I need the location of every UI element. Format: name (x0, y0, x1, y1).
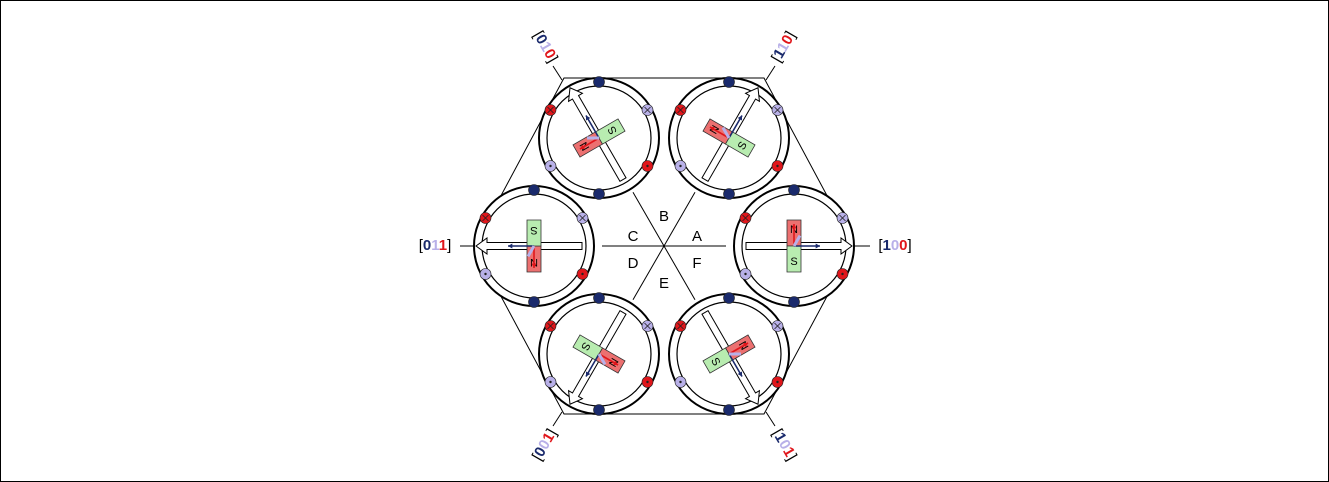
coil-conductor (528, 184, 540, 196)
vertex-label-v011: [011] (419, 237, 452, 254)
sector-label-c: C (628, 228, 639, 245)
current-into-icon (644, 106, 651, 114)
field-component-arrow-head (815, 243, 820, 249)
sector-label-b: B (659, 208, 669, 225)
coil-conductor (593, 76, 605, 88)
current-into-icon (774, 106, 781, 114)
state-bit: 0 (899, 237, 907, 254)
vertex-tick (765, 411, 776, 427)
rotor-torque-arrow-head (791, 224, 797, 229)
state-bit: 1 (431, 237, 439, 254)
current-into-icon (579, 214, 586, 222)
current-into-icon (839, 214, 846, 222)
current-out-icon (581, 272, 584, 276)
flux-marker (597, 353, 607, 366)
field-component-arrow (728, 115, 743, 139)
vertex-tick (552, 411, 563, 427)
magnet-south-label: S (790, 256, 797, 268)
sector-line (632, 192, 665, 247)
vertex-label-layer: [100][110][010][011][001][101] (419, 28, 912, 463)
sector-label-e: E (659, 275, 669, 292)
current-out-icon (679, 164, 682, 168)
coil-conductor (723, 292, 735, 304)
current-into-icon (677, 106, 684, 114)
coil-conductor (593, 292, 605, 304)
state-bit: 1 (882, 237, 890, 254)
coil-conductor (788, 296, 800, 308)
state-bit: 1 (439, 237, 447, 254)
field-component-arrow-head (737, 371, 742, 377)
current-into-icon (547, 106, 554, 114)
sector-label-d: D (628, 255, 639, 272)
current-out-icon (646, 380, 649, 384)
coil-conductor (788, 184, 800, 196)
sector-line (663, 245, 696, 300)
vertex-label-v101: [101] (769, 426, 800, 463)
motor-m010: NS (538, 76, 660, 200)
vertex-label-v100: [100] (878, 237, 911, 254)
bracket-open: [ (419, 237, 424, 254)
state-bit: 0 (891, 237, 899, 254)
field-component-arrow-head (586, 115, 591, 121)
vertex-label-v010: [010] (530, 28, 561, 65)
field-component-arrow (585, 353, 600, 377)
coil-conductor (528, 296, 540, 308)
flux-marker (526, 245, 536, 258)
field-component-arrow-head (586, 371, 591, 377)
rotor-torque-arrow-head (531, 263, 537, 268)
sector-label-a: A (692, 228, 702, 245)
motor-layer: NSNSNSNSNSNS (473, 76, 855, 416)
rotor-torque-arrow-head (579, 144, 585, 149)
current-out-icon (841, 272, 844, 276)
current-into-icon (547, 322, 554, 330)
current-out-icon (549, 380, 552, 384)
field-component-arrow (728, 353, 743, 377)
flux-marker (792, 234, 802, 247)
field-component-arrow-head (508, 243, 513, 249)
motor-m001: NS (538, 292, 660, 416)
current-out-icon (549, 164, 552, 168)
current-into-icon (482, 214, 489, 222)
current-out-icon (744, 272, 747, 276)
rotor-torque-arrow-head (709, 127, 715, 132)
state-bit: 0 (423, 237, 431, 254)
bracket-close: ] (908, 237, 912, 254)
motor-m101: NS (668, 292, 790, 416)
current-out-icon (776, 164, 779, 168)
coil-conductor (723, 188, 735, 200)
coil-conductor (593, 188, 605, 200)
vertex-tick (552, 65, 563, 81)
current-into-icon (742, 214, 749, 222)
motor-m110: NS (668, 76, 790, 200)
bracket-close: ] (447, 237, 451, 254)
current-out-icon (646, 164, 649, 168)
field-component-arrow-head (737, 115, 742, 121)
magnet-south-label: S (530, 224, 537, 236)
coil-conductor (723, 76, 735, 88)
vertex-tick (765, 65, 776, 81)
current-out-icon (484, 272, 487, 276)
sector-label-f: F (692, 255, 701, 272)
sector-lines (602, 192, 726, 300)
sector-line (632, 245, 665, 300)
coil-conductor (593, 404, 605, 416)
vertex-label-v110: [110] (768, 28, 799, 65)
sector-line (663, 192, 696, 247)
vertex-label-v001: [001] (529, 426, 560, 463)
field-component-arrow (585, 115, 600, 139)
motor-m100: NS (733, 184, 855, 308)
motor-m011: NS (473, 184, 595, 308)
rotor-torque-arrow-head (613, 360, 619, 365)
coil-conductor (723, 404, 735, 416)
current-into-icon (644, 322, 651, 330)
current-into-icon (774, 322, 781, 330)
current-out-icon (776, 380, 779, 384)
current-out-icon (679, 380, 682, 384)
bracket-open: [ (878, 237, 883, 254)
flux-marker (721, 126, 731, 139)
current-into-icon (677, 322, 684, 330)
rotor-torque-arrow-head (743, 343, 749, 348)
